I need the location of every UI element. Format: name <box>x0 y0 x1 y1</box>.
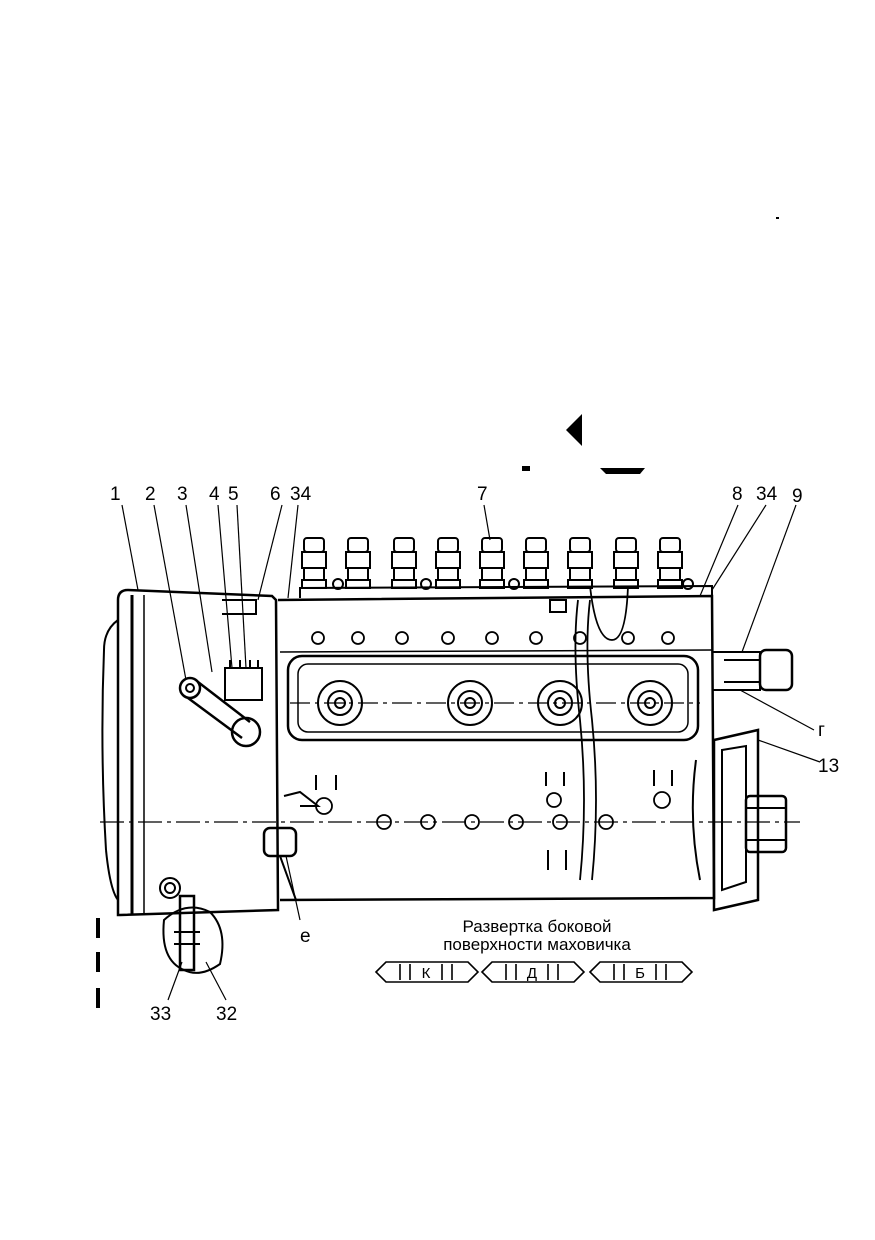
callout-3: 3 <box>177 484 188 505</box>
callout-33: 33 <box>150 1004 171 1025</box>
callout-g: г <box>818 720 825 741</box>
mark-plate-d: Д <box>480 961 586 983</box>
mark-plate-b: Б <box>588 961 694 983</box>
callout-labels: 1 2 3 4 5 6 34 7 8 34 9 г 13 е 33 32 <box>110 484 839 1025</box>
callout-9: 9 <box>792 486 803 507</box>
callout-8: 8 <box>732 484 743 505</box>
drain-plug-detail <box>162 894 224 974</box>
note-line-2: поверхности маховичка <box>443 935 631 954</box>
callout-32: 32 <box>216 1004 237 1025</box>
leader-lines <box>100 504 821 1001</box>
mark-k: К <box>422 965 431 982</box>
note-line-1: Развертка боковой <box>462 917 611 936</box>
mark-d: Д <box>527 965 537 982</box>
callout-7: 7 <box>477 484 488 505</box>
mark-plate-k: К <box>374 961 480 983</box>
callout-2: 2 <box>145 484 156 505</box>
flywheel-surface-note: Развертка боковой поверхности маховичка … <box>374 917 694 983</box>
callout-5: 5 <box>228 484 239 505</box>
callout-6: 6 <box>270 484 281 505</box>
callout-34-right: 34 <box>756 484 778 505</box>
callout-13: 13 <box>818 756 839 777</box>
mark-b: Б <box>635 965 645 982</box>
pump-body-drawing <box>101 537 794 917</box>
callout-e: е <box>300 926 311 947</box>
scan-artifacts <box>96 217 779 1008</box>
callout-4: 4 <box>209 484 220 505</box>
callout-34-left: 34 <box>290 484 312 505</box>
callout-1: 1 <box>110 484 121 505</box>
